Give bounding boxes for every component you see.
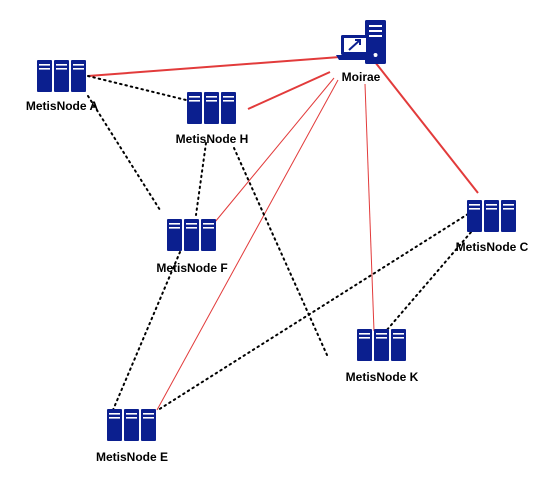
node-e-label: MetisNode E — [96, 450, 168, 464]
node-c-label: MetisNode C — [456, 240, 529, 254]
node-a-label: MetisNode A — [26, 99, 99, 113]
link-h-k — [233, 147, 328, 356]
node-c[interactable]: MetisNode C — [456, 200, 529, 254]
node-a[interactable]: MetisNode A — [26, 60, 99, 113]
link-moirae-c — [374, 61, 479, 194]
link-c-e — [157, 213, 469, 411]
link-a-h — [87, 75, 187, 101]
solid-links — [87, 56, 479, 411]
node-k-label: MetisNode K — [346, 370, 419, 384]
server-rack-icon — [107, 409, 156, 441]
node-f[interactable]: MetisNode F — [156, 219, 228, 275]
link-f-e — [112, 251, 181, 411]
server-rack-icon — [167, 219, 216, 251]
dotted-links — [87, 75, 479, 411]
link-moirae-f — [214, 77, 335, 223]
link-moirae-a — [87, 56, 341, 77]
link-moirae-h — [247, 71, 331, 110]
node-f-label: MetisNode F — [156, 261, 227, 275]
server-rack-icon — [357, 329, 406, 361]
server-rack-icon — [37, 60, 86, 92]
node-h[interactable]: MetisNode H — [176, 92, 249, 146]
node-h-label: MetisNode H — [176, 132, 249, 146]
server-rack-icon — [467, 200, 516, 232]
workstation-icon — [336, 20, 386, 64]
link-h-f — [195, 142, 207, 216]
link-c-k — [385, 223, 479, 332]
node-moirae[interactable]: Moirae — [336, 20, 386, 84]
node-moirae-label: Moirae — [342, 70, 381, 84]
link-moirae-e — [156, 79, 339, 411]
link-moirae-k — [364, 83, 375, 332]
server-rack-icon — [187, 92, 236, 124]
link-a-f — [87, 95, 161, 211]
node-e[interactable]: MetisNode E — [96, 409, 168, 464]
node-k[interactable]: MetisNode K — [346, 329, 419, 384]
